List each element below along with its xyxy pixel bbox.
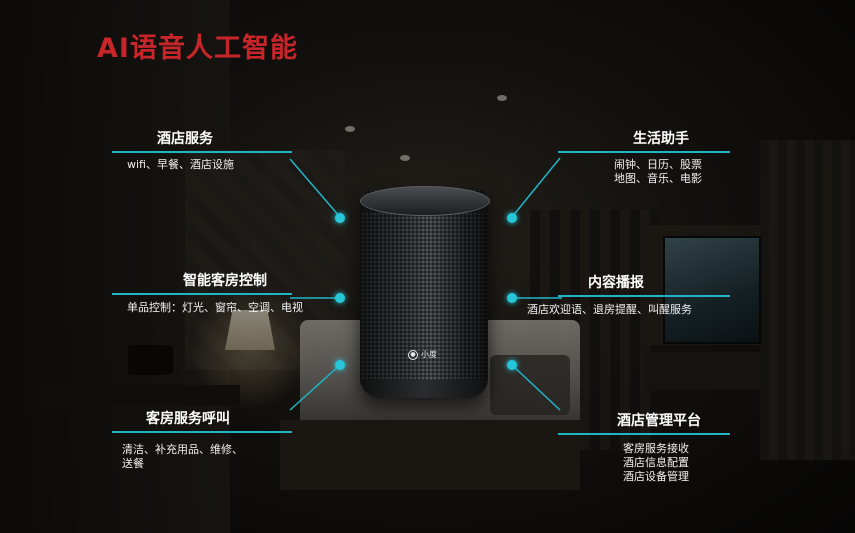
ceiling-light (400, 155, 410, 161)
divider (112, 431, 292, 433)
speaker-logo: ● 小度 (408, 349, 437, 360)
speaker-base (362, 380, 486, 398)
hotel-platform-desc-1: 客房服务接收 (623, 442, 689, 455)
connector-line (289, 158, 341, 218)
room-call-desc-1: 清洁、补充用品、维修、 (122, 443, 243, 456)
tv-stand (645, 352, 760, 390)
ceiling-light (497, 95, 507, 101)
desk (40, 385, 240, 405)
room-control-desc: 单品控制：灯光、窗帘、空调、电视 (127, 301, 303, 314)
connector-dot (507, 213, 517, 223)
hotel-platform-desc-2: 酒店信息配置 (623, 456, 689, 469)
hotel-platform-desc-3: 酒店设备管理 (623, 470, 689, 483)
speaker-logo-text: 小度 (421, 350, 437, 359)
hotel-service-heading: 酒店服务 (157, 131, 213, 147)
connector-dot (507, 360, 517, 370)
divider (558, 295, 730, 297)
hotel-platform-heading: 酒店管理平台 (617, 413, 701, 429)
room-control-heading: 智能客房控制 (183, 273, 267, 289)
divider (558, 151, 730, 153)
connector-dot (335, 213, 345, 223)
room-call-desc-2: 送餐 (122, 457, 144, 470)
connector-dot (335, 293, 345, 303)
smart-speaker (360, 190, 488, 397)
speaker-top (360, 186, 490, 216)
content-broadcast-desc: 酒店欢迎语、退房提醒、叫醒服务 (527, 303, 692, 316)
ceiling-light (345, 126, 355, 132)
hotel-service-desc: wifi、早餐、酒店设施 (127, 158, 234, 171)
connector-line (511, 364, 561, 411)
divider (112, 293, 292, 295)
life-assistant-heading: 生活助手 (633, 131, 689, 147)
curtain (760, 140, 855, 460)
connector-line (511, 157, 561, 218)
television (663, 236, 761, 344)
connector-dot (507, 293, 517, 303)
connector-dot (335, 360, 345, 370)
connector-line (289, 364, 341, 411)
room-call-heading: 客房服务呼叫 (146, 411, 230, 427)
telephone (128, 345, 173, 375)
content-broadcast-heading: 内容播报 (588, 275, 644, 291)
divider (112, 151, 292, 153)
page-title: AI语音人工智能 (97, 33, 298, 64)
divider (558, 433, 730, 435)
logo-icon: ● (408, 349, 418, 360)
bed-base (280, 420, 580, 490)
life-assistant-desc-1: 闹钟、日历、股票 (614, 158, 702, 171)
life-assistant-desc-2: 地图、音乐、电影 (614, 172, 702, 185)
lamp (225, 310, 275, 350)
chair (490, 355, 570, 415)
